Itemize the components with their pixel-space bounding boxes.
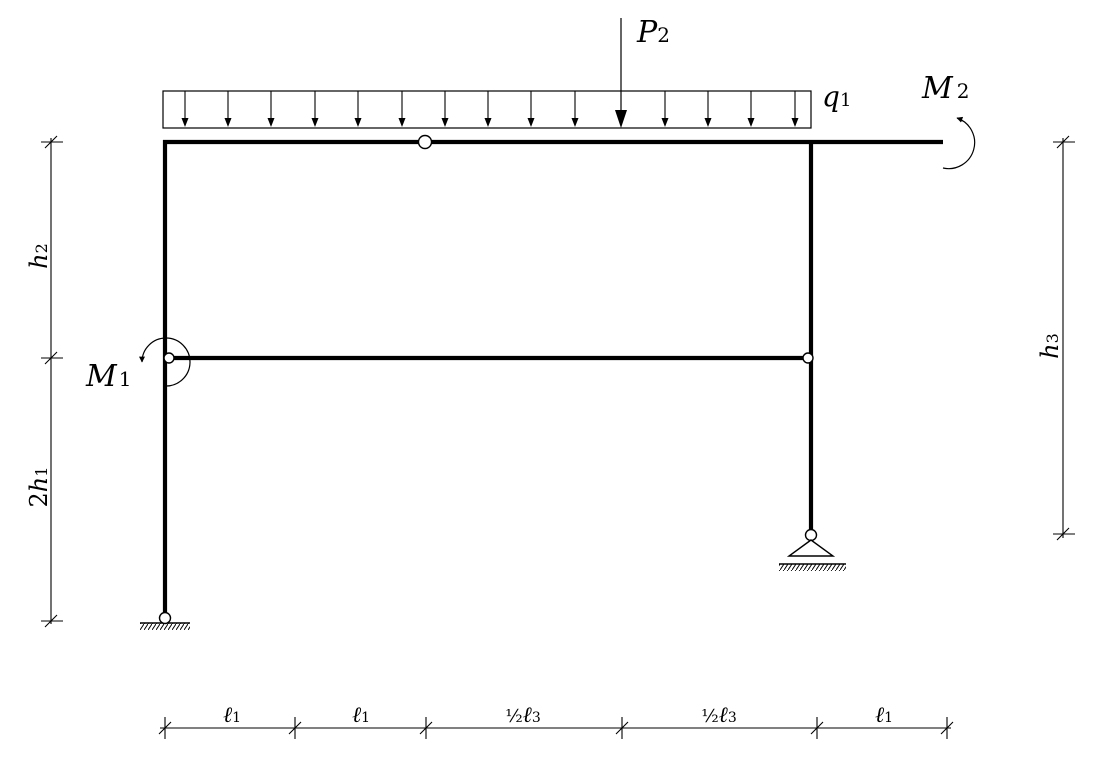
- load-arrowhead: [484, 118, 492, 127]
- right-support-hinge: [804, 528, 818, 542]
- dim-slash: [158, 721, 172, 735]
- right-ground-hatch: [779, 564, 846, 571]
- label-2h1: 2h1: [25, 467, 53, 508]
- load-arrowhead: [527, 118, 535, 127]
- dim-slash: [419, 721, 433, 735]
- right-middle-hinge: [802, 352, 814, 364]
- label-l1-b: ℓ1: [352, 703, 370, 728]
- load-box: [162, 90, 812, 129]
- bottom-ticks: [158, 717, 954, 739]
- load-arrowhead: [224, 118, 232, 127]
- right-dimension: [1053, 135, 1075, 541]
- left-support-hinge: [158, 611, 172, 625]
- label-h3: h3: [1036, 333, 1064, 359]
- label-h2: h2: [25, 243, 53, 269]
- frame-members: [162, 139, 943, 620]
- load-arrowhead: [571, 118, 579, 127]
- dim-slash: [615, 721, 629, 735]
- dim-slash: [810, 721, 824, 735]
- dim-slash: [288, 721, 302, 735]
- load-arrowhead: [311, 118, 319, 127]
- m1-arc: [139, 337, 191, 387]
- load-arrowhead: [267, 118, 275, 127]
- label-half-l3-b: ½ℓ3: [701, 703, 737, 728]
- load-arrowhead: [791, 118, 799, 127]
- load-arrowhead: [704, 118, 712, 127]
- load-arrowhead: [398, 118, 406, 127]
- load-arrowhead: [354, 118, 362, 127]
- right-pin-support: [779, 528, 846, 571]
- dim-slash: [940, 721, 954, 735]
- left-dimension-chain: [41, 135, 63, 628]
- moment-m2: [942, 116, 976, 170]
- top-beam-hinge: [417, 134, 433, 150]
- moment-m1: [139, 337, 191, 387]
- load-arrowhead: [661, 118, 669, 127]
- label-l1-a: ℓ1: [223, 703, 241, 728]
- left-middle-hinge: [163, 352, 175, 364]
- load-arrowhead: [181, 118, 189, 127]
- label-half-l3-a: ½ℓ3: [505, 703, 541, 728]
- label-p2: P2: [636, 15, 670, 50]
- distributed-load-q1: [162, 90, 812, 129]
- load-arrows: [181, 91, 799, 127]
- support-triangle: [786, 539, 836, 557]
- label-l1-c: ℓ1: [875, 703, 893, 728]
- load-arrowhead: [441, 118, 449, 127]
- bottom-dimension-chain: [158, 717, 954, 739]
- left-pin-support: [140, 611, 190, 630]
- bottom-dimension-labels: ℓ1 ℓ1 ½ℓ3 ½ℓ3 ℓ1: [223, 703, 893, 728]
- load-arrowhead: [747, 118, 755, 127]
- m2-arc: [942, 116, 976, 170]
- point-load-p2: [615, 18, 627, 128]
- left-ground-hatch: [140, 623, 190, 630]
- p2-arrowhead: [615, 110, 627, 128]
- label-q1: q1: [822, 80, 851, 113]
